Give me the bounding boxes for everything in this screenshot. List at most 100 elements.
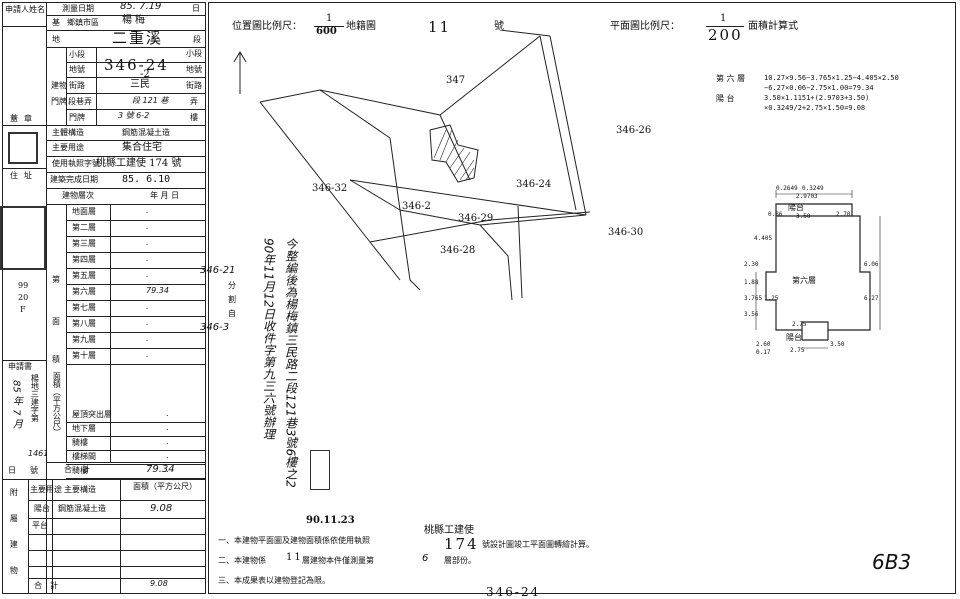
lot-label: 347 [446,75,466,86]
plan-dim-label: 6.06 [864,261,879,268]
vertical-note: 今整編後為楊梅鎮三民路二段121巷3號6樓之2 [283,238,298,488]
number-label: 門牌 [69,113,85,122]
attached-header-area: 面積（平方公尺） [133,482,197,491]
plan-dim-label: 3.765 [744,295,763,302]
area-row1-label: 第 六 層 [716,74,746,83]
floor-extra-line [66,464,206,465]
apply-number-2: 1461 [28,449,49,458]
floor-extra-name: 樓梯間 [72,452,96,461]
location-scale-bar [314,26,344,27]
number-suffix: 樓 [190,113,198,122]
applicant-label: 申請人姓名 [5,5,45,14]
lot-label: 346-28 [440,245,476,256]
right-margin-label: 附屬建物 [9,488,19,592]
lane-value: 段 121 巷 [132,96,169,105]
floor-row-value: . [146,334,149,343]
plan-dim-label: 1.88 [744,279,759,286]
total-label: 合計 [64,465,100,474]
floor-row-line [66,364,206,365]
note-2b: 層建物本件僅測量第 [302,556,374,565]
side-lot-b: 346-3 [200,322,230,333]
plan-dim-label: 0.17 [756,349,771,356]
note-3: 三、本成果表以建物登記為限。 [218,576,330,585]
plan-scale-num: 1 [720,13,727,24]
floor-row-name: 第三層 [72,239,96,248]
lot-value: 346-24 [104,56,169,74]
street-label: 街路 [69,81,85,90]
floor-row-name: 地面層 [72,207,96,216]
applicant-row-divider [2,26,46,27]
attached-row1-struct: 鋼筋混凝土造 [58,504,106,513]
total-value: 79.34 [146,464,175,475]
floor-extra-line [66,436,206,437]
plan-dim-label: 6.27 [864,295,879,302]
plan-dim-label: 4.405 [754,235,773,242]
plan-dim-label: 0.86 [768,211,783,218]
vertical-note-2: 90年11月12日收件字第九三六號辦理 [261,238,276,440]
map-suffix: 號 [494,21,504,32]
floor-row-line [66,300,206,301]
apply-label: 申請書 [8,362,32,371]
attached-header-use: 主要用途 [30,485,62,494]
section-value: 二重溪 [112,29,164,47]
floor-extra-value: . [166,437,169,446]
attached-col-a [52,479,53,594]
floor-row-line [66,220,206,221]
side-99: 99 [18,281,29,290]
lot-label: 346-26 [616,125,652,136]
plan-label-balcony-bottom: 陽台 [786,333,802,342]
floor-side-1: 第 [52,275,60,284]
attached-row3 [28,550,206,551]
floor-side-3: 積 [52,355,60,364]
row-number [2,125,206,126]
floor-row-value: . [146,270,149,279]
structure-value: 鋼筋混凝土造 [122,128,170,137]
attached-row2-use: 平台 [32,521,48,530]
floor-extra-name: 屋頂突出層 [72,410,112,419]
attached-row1-value: 9.08 [150,503,173,514]
map-number: 11 [428,18,452,36]
floor-extra-value: . [166,451,169,460]
base-label: 基 [52,18,60,27]
row-total [46,462,206,463]
row-lane [66,109,206,110]
row-area-header [46,204,206,205]
row-survey-date [46,15,206,16]
drawing-area [208,2,956,594]
floor-extra-value: . [166,423,169,432]
floor-row-name: 第九層 [72,335,96,344]
attached-divider [28,479,29,594]
floor-plan [755,190,881,349]
section-suffix: 段 [193,35,201,44]
note-2-floor: 6 [422,553,429,564]
north-arrow-icon [233,51,247,94]
plan-dim-label: 2.30 [744,261,759,268]
floor-row-value: . [146,222,149,231]
lot-label: 346-32 [312,183,348,194]
row-section [46,47,206,48]
col-lot-label2 [96,47,97,125]
plan-dim-label: 1.25 [764,295,779,302]
area-row2-label: 陽 台 [716,94,735,103]
attached-col-b [120,479,121,594]
street-suffix: 街路 [186,81,202,90]
apply-number: 85 年 7 月 [10,380,22,429]
floor-row-name: 第七層 [72,303,96,312]
side-f: F [20,305,26,314]
attached-header-struct: 主要構造 [64,485,96,494]
floor-extra-name: 地下層 [72,424,96,433]
structure-label: 主體構造 [52,128,84,137]
floor-row-name: 第八層 [72,319,96,328]
applicant-seal [8,132,38,164]
floor-col-a [66,204,67,462]
number-value: 3 號 6-2 [118,111,150,120]
floor-row-value: 79.34 [146,286,169,295]
township-value: 楊梅 [122,15,148,26]
lot-label: 346-24 [516,179,552,190]
floor-row-name: 第二層 [72,223,96,232]
left-form [2,2,206,594]
floor-extra-value: . [166,465,169,474]
lot-label: 346-29 [458,213,494,224]
floor-row-line [66,348,206,349]
plan-scale-bar [706,26,744,27]
